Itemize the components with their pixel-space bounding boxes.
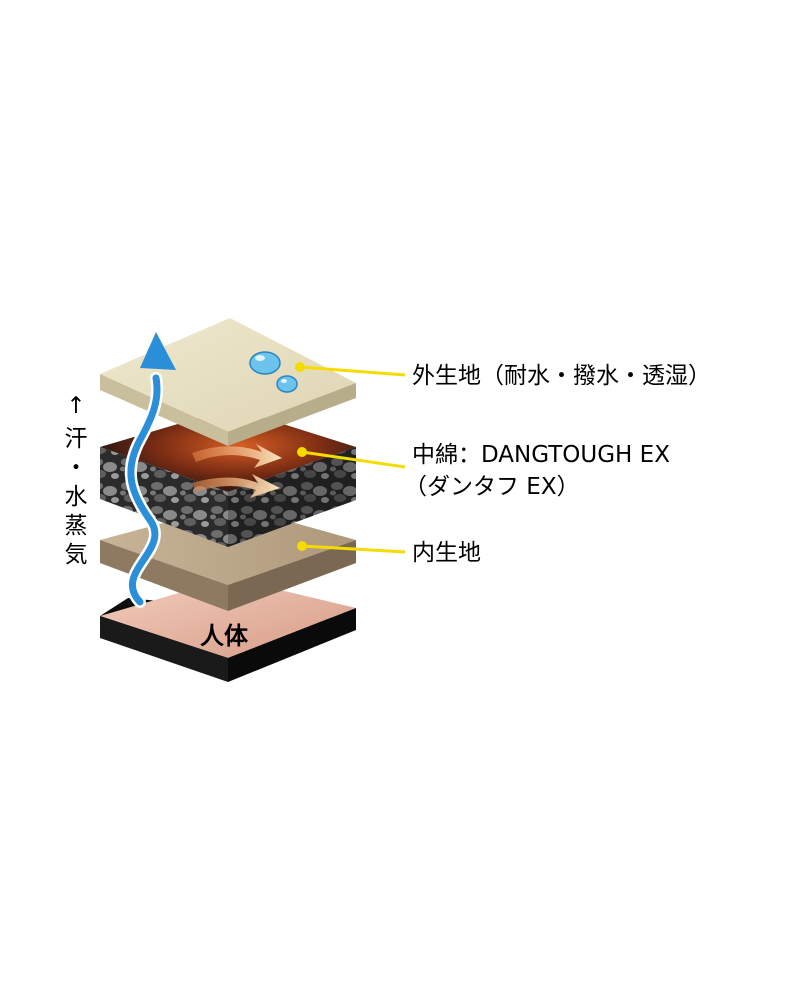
side-label-char: 汗 — [65, 426, 88, 452]
water-droplet-icon — [249, 351, 298, 393]
side-label-char: 水 — [65, 484, 88, 510]
side-arrow-icon: ↑ — [66, 393, 85, 419]
body-label: 人体 — [200, 622, 249, 650]
inner-fabric-label: 内生地 — [412, 540, 481, 566]
side-label: ↑ 汗 ・ 水 蒸 気 — [65, 393, 88, 568]
leader-lines — [295, 362, 406, 554]
outer-fabric-label: 外生地（耐水・撥水・透湿） — [412, 363, 711, 389]
heat-arrow-icon — [192, 444, 282, 498]
middle-fill-layer — [100, 408, 356, 547]
middle-fill-label-line2: （ダンタフ EX） — [404, 474, 580, 500]
side-label-char: 気 — [65, 542, 88, 568]
side-label-char: ・ — [65, 455, 88, 481]
body-layer: 人体 — [100, 578, 356, 682]
outer-fabric-layer — [100, 318, 356, 446]
vapor-arrow-icon — [124, 332, 176, 608]
side-label-char: 蒸 — [65, 513, 88, 539]
middle-fill-label-line1: 中綿：DANGTOUGH EX — [412, 442, 670, 468]
